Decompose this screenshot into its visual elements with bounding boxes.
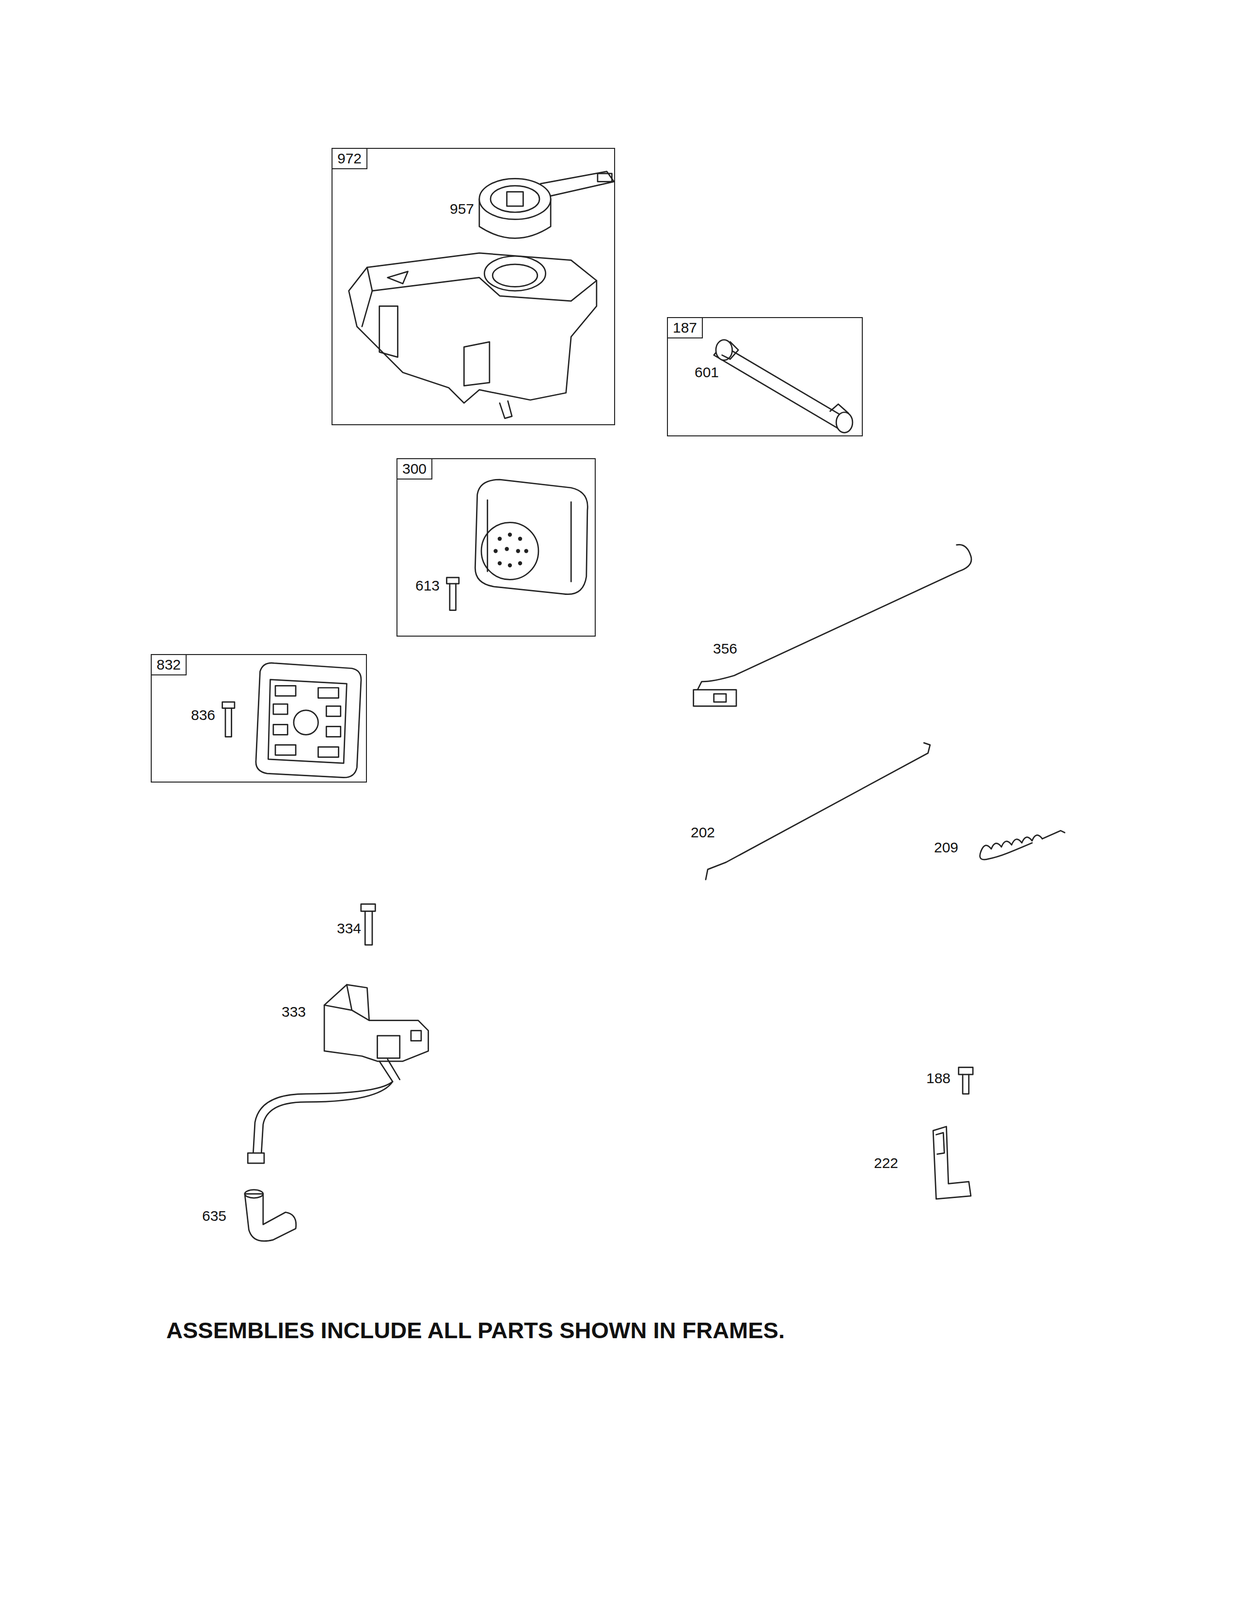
ground-wire (693, 544, 972, 706)
callout-number: 635 (200, 1207, 228, 1224)
callout-number: 356 (711, 640, 739, 657)
assembly-number: 832 (151, 654, 187, 676)
fuel-tank-assembly-frame: 972 957 (331, 147, 616, 426)
bolt (361, 903, 376, 945)
muffler-assembly-frame: 300 613 (396, 458, 596, 637)
callout-number: 222 (872, 1154, 900, 1172)
callout-number: 202 (689, 824, 717, 841)
callout-number: 333 (280, 1003, 308, 1020)
assembly-number: 187 (667, 317, 703, 339)
fuel-tank (348, 253, 597, 419)
fuel-line (713, 339, 853, 433)
fuel-cap (479, 171, 615, 239)
ignition-coil (247, 984, 428, 1163)
bolt (446, 577, 460, 610)
bracket (933, 1125, 971, 1199)
muffler-guard-assembly-frame: 832 836 (150, 653, 367, 783)
callout-number: 601 (693, 364, 721, 381)
fuel-line-assembly-frame: 187 601 (666, 316, 863, 437)
callout-number: 836 (189, 706, 217, 724)
caption: ASSEMBLIES INCLUDE ALL PARTS SHOWN IN FR… (166, 1316, 785, 1344)
governor-spring (980, 830, 1065, 860)
callout-number: 613 (413, 577, 442, 594)
assembly-number: 300 (397, 459, 433, 480)
spark-plug-boot (244, 1189, 297, 1241)
callout-number: 209 (932, 839, 960, 856)
muffler (475, 479, 588, 595)
assembly-number: 972 (332, 148, 368, 170)
callout-number: 334 (335, 919, 363, 937)
muffler-guard (255, 662, 362, 777)
callout-number: 957 (448, 200, 476, 218)
bolt (222, 701, 235, 737)
governor-link (705, 742, 931, 880)
bolt (958, 1066, 973, 1094)
callout-number: 188 (924, 1069, 952, 1087)
